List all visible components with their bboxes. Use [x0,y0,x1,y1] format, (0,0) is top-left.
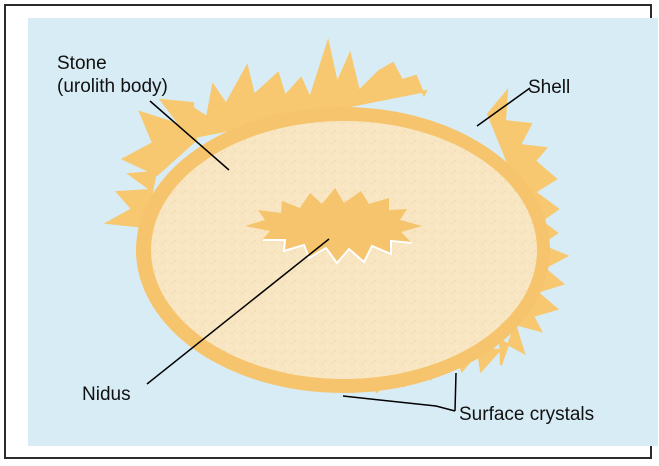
stone-label: Stone (urolith body) [57,52,168,98]
shell-label: Shell [528,76,570,99]
crystals-leader-line-b [455,373,456,411]
crystals-leader-line-a [343,396,455,411]
nidus-label: Nidus [82,383,131,406]
stone-label-text: Stone (urolith body) [57,53,168,97]
surface-crystals-label: Surface crystals [459,403,594,426]
